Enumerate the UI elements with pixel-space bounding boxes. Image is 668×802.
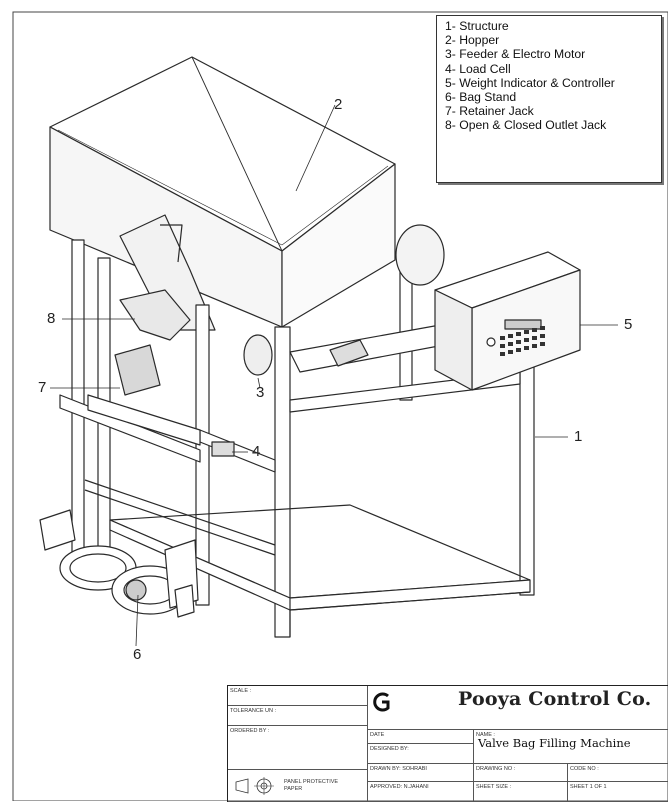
protection-label: PANEL PROTECTIVE PAPER: [284, 779, 339, 792]
callout-5: 5: [624, 316, 633, 333]
tolerance-label: TOLERANCE UN :: [230, 708, 277, 714]
title-block: SCALE : TOLERANCE UN : ORDERED BY : PANE…: [227, 685, 668, 802]
legend-item: 1- Structure: [445, 19, 509, 33]
parts-legend: 1- Structure 2- Hopper 3- Feeder & Elect…: [436, 15, 662, 183]
company-cell: Pooya Control Co.: [368, 686, 668, 730]
designed-cell: DESIGNED BY:: [368, 744, 474, 764]
legend-item: 2- Hopper: [445, 33, 500, 48]
callout-4: 4: [252, 443, 261, 460]
machine-structure: [39, 56, 618, 647]
name-label: NAME :: [476, 732, 495, 738]
callout-1: 1: [574, 428, 583, 445]
drawing-title: Valve Bag Filling Machine: [478, 736, 631, 750]
parts-legend-list: 1- Structure 2- Hopper 3- Feeder & Elect…: [437, 19, 661, 133]
approved-label: APPROVED: N.JAHANI: [370, 784, 429, 790]
callout-2: 2: [334, 96, 343, 113]
callout-7: 7: [38, 379, 47, 396]
tolerance-cell: TOLERANCE UN :: [228, 706, 368, 726]
legend-item: 4- Load Cell: [445, 61, 511, 76]
sheet-size-label: SHEET SIZE :: [476, 784, 512, 790]
designed-label: DESIGNED BY:: [370, 746, 409, 752]
callout-3: 3: [256, 384, 265, 401]
company-logo-icon: [373, 692, 390, 712]
callout-6: 6: [133, 646, 142, 663]
legend-item: 5- Weight Indicator & Controller: [445, 75, 615, 90]
drawn-cell: DRAWN BY: SOHRABI: [368, 764, 474, 782]
legend-item: 6- Bag Stand: [445, 90, 517, 105]
approved-cell: APPROVED: N.JAHANI: [368, 782, 474, 802]
callout-8: 8: [47, 310, 56, 327]
ordered-cell: ORDERED BY :: [228, 726, 368, 770]
sheet-size-cell: SHEET SIZE :: [474, 782, 568, 802]
drawing-no-cell: DRAWING NO :: [474, 764, 568, 782]
code-no-cell: CODE NO :: [568, 764, 668, 782]
scale-cell: SCALE :: [228, 686, 368, 706]
ordered-label: ORDERED BY :: [230, 728, 270, 734]
legend-item: 3- Feeder & Electro Motor: [445, 47, 586, 62]
legend-item: 7- Retainer Jack: [445, 104, 534, 119]
scale-label: SCALE :: [230, 688, 252, 694]
code-no-label: CODE NO :: [570, 766, 599, 772]
date-label: DATE: [370, 732, 385, 738]
projection-symbol-icon: [235, 777, 274, 795]
name-cell: NAME : Valve Bag Filling Machine: [474, 730, 668, 764]
drawing-no-label: DRAWING NO :: [476, 766, 516, 772]
drawn-label: DRAWN BY: SOHRABI: [370, 766, 427, 772]
date-cell: DATE: [368, 730, 474, 744]
projection-cell: PANEL PROTECTIVE PAPER: [228, 770, 368, 802]
sheet-label: SHEET 1 OF 1: [570, 784, 607, 790]
legend-item: 8- Open & Closed Outlet Jack: [445, 118, 607, 133]
sheet-cell: SHEET 1 OF 1: [568, 782, 668, 802]
company-name: Pooya Control Co.: [458, 688, 652, 710]
